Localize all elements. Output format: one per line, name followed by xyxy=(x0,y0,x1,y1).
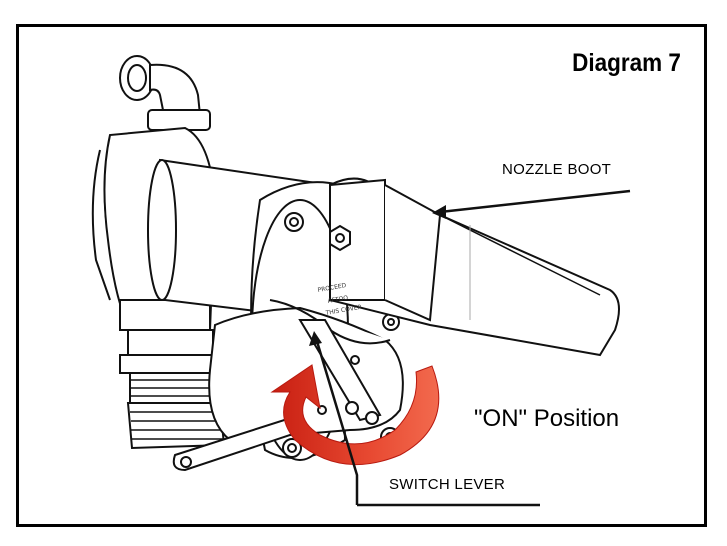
rotation-arrow xyxy=(270,364,440,466)
pump-housing xyxy=(91,126,226,450)
inlet-elbow xyxy=(119,55,211,131)
cover-text-line1: PROCEED xyxy=(317,282,347,294)
nozzle-boot xyxy=(329,177,620,357)
cover-text-line2: AFTOO xyxy=(327,294,349,305)
callout-lines xyxy=(309,189,631,507)
nozzle-boot-label: NOZZLE BOOT xyxy=(502,161,612,178)
on-position-label: "ON" Position xyxy=(474,405,620,432)
diagram-title: Diagram 7 xyxy=(572,49,681,77)
switch-lever-label: SWITCH LEVER xyxy=(389,476,506,493)
